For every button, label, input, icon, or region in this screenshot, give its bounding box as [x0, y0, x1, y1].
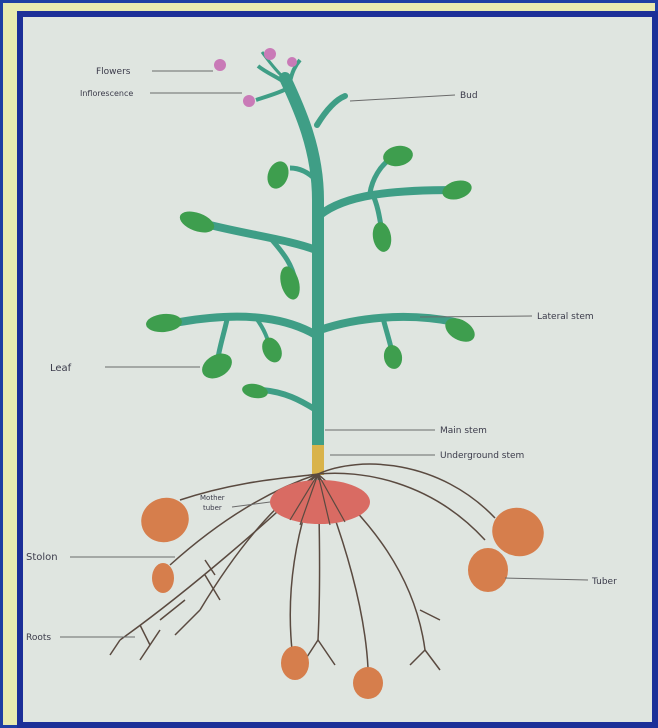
- leaf: [241, 382, 269, 400]
- leaf: [177, 207, 217, 236]
- leaf: [440, 177, 474, 202]
- tuber: [353, 667, 383, 699]
- label-lateral-stem: Lateral stem: [537, 312, 594, 322]
- lateral-branch: [320, 190, 455, 215]
- label-inflorescence: Inflorescence: [80, 89, 133, 98]
- flower: [214, 59, 226, 71]
- label-leaf: Leaf: [50, 363, 72, 374]
- tuber: [468, 548, 508, 592]
- lateral-branch: [262, 390, 316, 410]
- tuber: [152, 563, 174, 593]
- label-mother-tuber-line2: tuber: [203, 504, 222, 512]
- label-underground-stem: Underground stem: [440, 451, 524, 461]
- label-mother-tuber-line1: Mother: [200, 494, 225, 502]
- leaf: [371, 221, 394, 254]
- label-roots: Roots: [26, 633, 51, 643]
- label-tuber: Tuber: [591, 577, 617, 587]
- bud-branch: [317, 96, 345, 125]
- flower: [287, 57, 297, 67]
- leaf: [145, 312, 182, 333]
- leaf: [264, 158, 292, 191]
- lateral-branch: [180, 317, 316, 335]
- label-flowers: Flowers: [96, 67, 131, 77]
- underground-stem: [312, 445, 324, 475]
- lateral-branch: [210, 225, 316, 250]
- label-main-stem: Main stem: [440, 426, 487, 436]
- label-bud: Bud: [460, 91, 478, 101]
- leaf: [258, 334, 285, 365]
- label-stolon: Stolon: [26, 552, 58, 563]
- flower: [264, 48, 276, 60]
- flower: [243, 95, 255, 107]
- mother-tuber: [270, 480, 370, 524]
- leaf: [277, 264, 303, 302]
- tuber: [135, 491, 195, 549]
- tuber: [281, 646, 309, 680]
- leaf: [382, 344, 404, 371]
